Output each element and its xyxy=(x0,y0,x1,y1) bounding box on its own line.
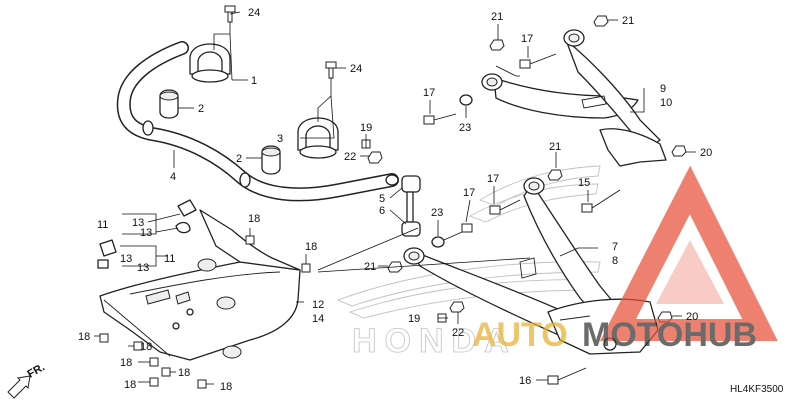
callout-18: 18 xyxy=(248,213,260,225)
callout-18: 18 xyxy=(78,331,90,343)
nut-20a xyxy=(671,145,687,157)
callout-2: 2 xyxy=(198,103,204,115)
callout-18: 18 xyxy=(140,341,152,353)
bushing-holder-upper xyxy=(189,43,231,83)
callout-22: 22 xyxy=(344,151,356,163)
callout-17: 17 xyxy=(487,173,499,185)
callout-18: 18 xyxy=(120,357,132,369)
callout-23: 23 xyxy=(431,207,443,219)
clip-group-lower xyxy=(97,239,117,269)
callout-12: 12 xyxy=(312,299,324,311)
stabilizer-link xyxy=(401,175,421,237)
callout-21: 21 xyxy=(549,141,561,153)
callout-20: 20 xyxy=(686,311,698,323)
washer-23b xyxy=(431,236,445,248)
callout-19: 19 xyxy=(408,313,420,325)
callout-17: 17 xyxy=(423,87,435,99)
bolt-17-upper-b xyxy=(423,113,457,125)
callout-24: 24 xyxy=(248,7,260,19)
callout-19: 19 xyxy=(360,122,372,134)
diagram-code: HL4KF3500 xyxy=(730,384,784,395)
callout-3: 3 xyxy=(277,133,283,145)
bushing-holder-lower xyxy=(297,117,339,159)
bushing-upper xyxy=(159,89,179,119)
callout-24: 24 xyxy=(350,63,362,75)
callout-22: 22 xyxy=(452,327,464,339)
nut-21a xyxy=(489,39,505,51)
bolt-17-upper-a xyxy=(519,53,557,69)
callout-16: 16 xyxy=(519,375,531,387)
bolt-24-upper xyxy=(224,5,236,23)
bolt-17-lower-a xyxy=(489,199,521,215)
callout-18: 18 xyxy=(124,379,136,391)
callout-7: 7 xyxy=(612,241,618,253)
bolt-17-lower-b xyxy=(443,223,473,241)
callout-5: 5 xyxy=(379,193,385,205)
callout-21: 21 xyxy=(491,11,503,23)
honda-wing-outline: HONDA xyxy=(336,165,601,360)
clip-group-upper xyxy=(175,199,197,234)
callout-8: 8 xyxy=(612,255,618,267)
callout-2: 2 xyxy=(236,153,242,165)
bolt-16 xyxy=(547,367,587,385)
callout-23: 23 xyxy=(459,122,471,134)
callout-21: 21 xyxy=(622,15,634,27)
nut-21b xyxy=(593,15,609,27)
callout-15: 15 xyxy=(578,177,590,189)
watermark: AUTO MOTOHUB xyxy=(472,165,778,354)
upper-arm xyxy=(481,29,667,167)
callout-10: 10 xyxy=(660,97,672,109)
watermark-motohub-text: MOTOHUB xyxy=(582,316,757,354)
washer-23a xyxy=(459,94,473,106)
bolt-15 xyxy=(581,189,621,213)
callout-4: 4 xyxy=(170,171,176,183)
callout-20: 20 xyxy=(700,147,712,159)
nut-21c xyxy=(547,169,563,181)
callout-13: 13 xyxy=(140,227,152,239)
skid-plate xyxy=(99,209,301,361)
callout-11: 11 xyxy=(97,219,108,231)
stabilizer-bar xyxy=(116,41,399,202)
nut-22b xyxy=(449,301,465,313)
callout-9: 9 xyxy=(660,83,666,95)
bushing-lower xyxy=(261,145,281,175)
callout-13: 13 xyxy=(132,217,144,229)
nut-22a xyxy=(367,151,383,164)
leader-lines xyxy=(94,11,696,385)
callout-labels: 24 1 2 24 3 2 4 19 22 5 6 11 13 13 13 13… xyxy=(78,7,712,393)
callout-17: 17 xyxy=(521,33,533,45)
bolt-24-lower xyxy=(325,61,337,79)
callout-14: 14 xyxy=(312,313,324,325)
callout-13: 13 xyxy=(137,262,149,274)
callout-21: 21 xyxy=(364,261,376,273)
watermark-auto-text: AUTO xyxy=(472,316,568,354)
callout-11: 11 xyxy=(164,253,175,265)
callout-1: 1 xyxy=(251,75,257,87)
callout-18: 18 xyxy=(178,367,190,379)
callout-18: 18 xyxy=(220,381,232,393)
front-direction-arrow-icon: FR. xyxy=(7,361,47,399)
callout-18: 18 xyxy=(305,241,317,253)
callout-17: 17 xyxy=(463,187,475,199)
brand-outline-text: HONDA xyxy=(352,322,517,360)
callout-13: 13 xyxy=(120,253,132,265)
callout-6: 6 xyxy=(379,205,385,217)
front-marker-label: FR. xyxy=(26,361,47,380)
